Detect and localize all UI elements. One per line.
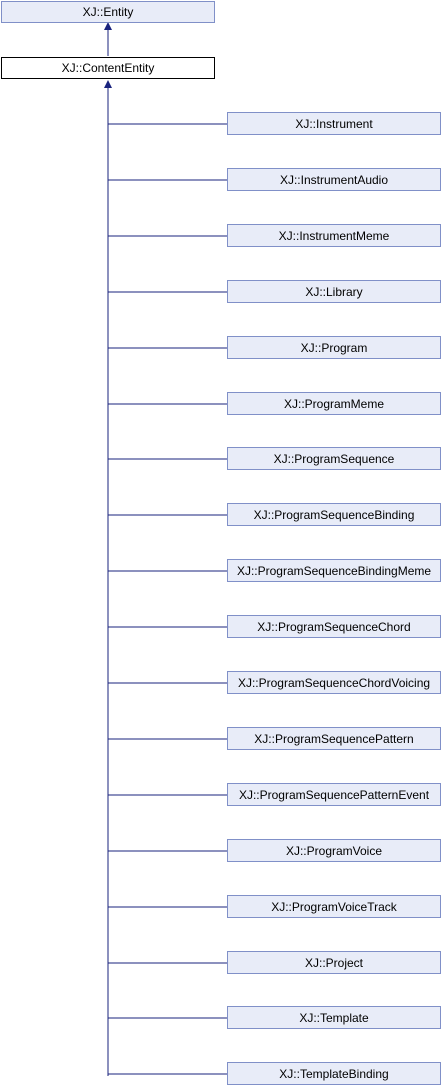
class-node-program-sequence-pattern-event[interactable]: XJ::ProgramSequencePatternEvent: [227, 783, 441, 806]
class-node-program-sequence-chord-voicing[interactable]: XJ::ProgramSequenceChordVoicing: [227, 671, 441, 694]
class-node-program-sequence-binding-meme[interactable]: XJ::ProgramSequenceBindingMeme: [227, 559, 441, 582]
class-node-library[interactable]: XJ::Library: [227, 280, 441, 303]
class-node-program-sequence-binding[interactable]: XJ::ProgramSequenceBinding: [227, 503, 441, 526]
class-node-program-sequence-pattern[interactable]: XJ::ProgramSequencePattern: [227, 727, 441, 750]
class-node-contententity[interactable]: XJ::ContentEntity: [1, 57, 215, 79]
class-node-entity[interactable]: XJ::Entity: [1, 1, 215, 23]
class-node-program-voice[interactable]: XJ::ProgramVoice: [227, 839, 441, 862]
class-node-instrument-audio[interactable]: XJ::InstrumentAudio: [227, 168, 441, 191]
class-node-program[interactable]: XJ::Program: [227, 336, 441, 359]
class-node-template-binding[interactable]: XJ::TemplateBinding: [227, 1062, 441, 1085]
branch-lines: [108, 123, 227, 1075]
class-node-instrument[interactable]: XJ::Instrument: [227, 112, 441, 135]
class-node-program-sequence-chord[interactable]: XJ::ProgramSequenceChord: [227, 615, 441, 638]
class-node-project[interactable]: XJ::Project: [227, 951, 441, 974]
class-node-program-sequence[interactable]: XJ::ProgramSequence: [227, 447, 441, 470]
class-node-program-meme[interactable]: XJ::ProgramMeme: [227, 392, 441, 415]
class-node-program-voice-track[interactable]: XJ::ProgramVoiceTrack: [227, 895, 441, 918]
class-node-instrument-meme[interactable]: XJ::InstrumentMeme: [227, 224, 441, 247]
class-node-template[interactable]: XJ::Template: [227, 1006, 441, 1029]
